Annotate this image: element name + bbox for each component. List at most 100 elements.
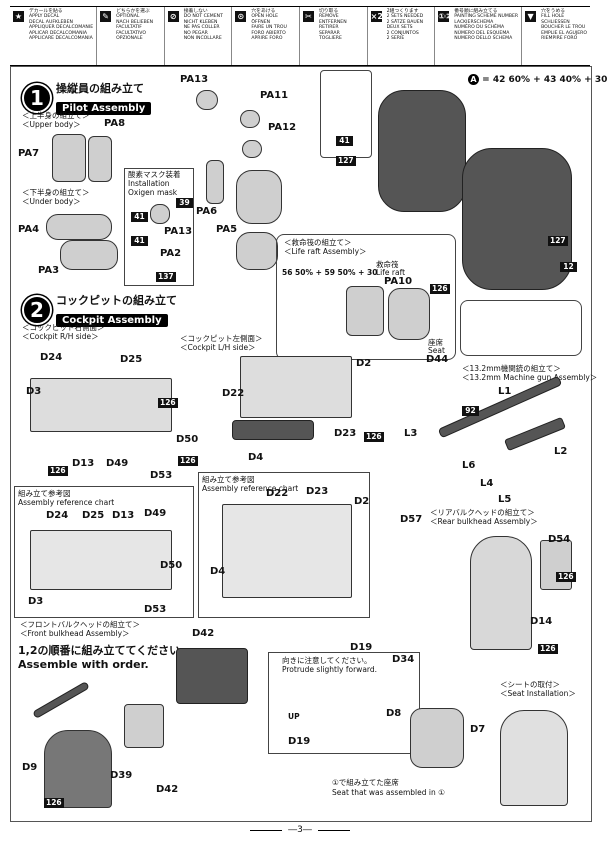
open-hole-icon: ⊙ (235, 11, 247, 22)
upper-body-en: ＜Upper body＞ (22, 120, 81, 129)
step-number-2: 2 (22, 294, 52, 325)
seat-jp: 座席 (428, 338, 443, 347)
part-label: D53 (150, 470, 173, 481)
protrude-en: Protrude slightly forward. (282, 665, 378, 674)
section-2-title-jp: コックピットの組み立て (56, 294, 177, 307)
part-label: D13 (112, 510, 135, 521)
legend-line: SCHLIESSEN (541, 19, 570, 25)
cap-part (240, 110, 260, 128)
part-label: PA7 (18, 148, 40, 159)
legend-line: REMOVE (318, 14, 339, 20)
reference-chart-2 (198, 472, 370, 618)
order-note-jp: 1,2の順番に組み立ててください。 (18, 644, 192, 657)
legend-jp: 2組つくります (386, 9, 419, 14)
legend-jp: 穴をあける (251, 9, 276, 14)
mg-en: ＜13.2mm Machine gun Assembly＞ (462, 373, 598, 382)
legend-line: NUMÉRO DU SCHÉMA (454, 25, 505, 31)
color-tag: 41 (336, 136, 353, 146)
front-bulkhead-jp: ＜フロントバルクヘッドの組立て＞ (20, 620, 140, 629)
part-label: D34 (392, 654, 415, 665)
legend-line: 2 SÄTZE BAUEN (386, 19, 424, 25)
legend-line: TOGLIERE (318, 36, 342, 42)
part-label: D4 (248, 452, 264, 463)
under-body-en: ＜Under body＞ (22, 197, 81, 206)
legend-line: NICHT KLEBEN (183, 19, 218, 25)
part-label: L6 (462, 460, 476, 471)
remove-icon: ✂ (302, 11, 314, 22)
part-label: L3 (404, 428, 418, 439)
part-label: PA11 (260, 90, 289, 101)
seated-pilot-front (378, 90, 466, 212)
legend-line: FORO ABIERTO (251, 30, 286, 36)
part-label: PA5 (216, 224, 238, 235)
seated-pilot-back (462, 148, 572, 290)
cockpit-rh-frame (30, 378, 172, 432)
part-label: PA12 (268, 122, 297, 133)
legend-line: SEPARAR (318, 30, 340, 36)
mask-jp: 酸素マスク装着 (128, 170, 181, 179)
part-label: L5 (498, 494, 512, 505)
legend-jp: 番号順に組み立てる (454, 9, 498, 14)
head-part (196, 90, 218, 110)
rear-bulkhead-en: ＜Rear bulkhead Assembly＞ (430, 517, 538, 526)
part-label: D2 (354, 496, 370, 507)
rear-bulkhead-part (500, 710, 568, 806)
part-label: L4 (480, 478, 494, 489)
part-label: D54 (548, 534, 571, 545)
cockpit-floor (232, 420, 314, 440)
part-label: D13 (72, 458, 95, 469)
ref2-frame (222, 504, 352, 598)
color-tag: 126 (538, 644, 558, 654)
color-tag: 126 (48, 466, 68, 476)
seat-assembled-en: Seat that was assembled in ① (332, 788, 445, 797)
legend-line: APRIRE FORO (251, 36, 283, 42)
legend-line: FILL HOLE (541, 14, 565, 20)
legend-line: OPZIONALE (116, 36, 143, 42)
raft-part-en: Life raft (376, 268, 406, 277)
part-label: D14 (530, 616, 553, 627)
life-raft-part (346, 286, 384, 336)
raft-part-jp: 救命筏 (376, 260, 399, 269)
legend-line: DEUX SETS (386, 25, 413, 31)
part-label: D23 (306, 486, 329, 497)
part-label: L1 (498, 386, 512, 397)
part-label: D57 (400, 514, 423, 525)
part-label: PA6 (196, 206, 218, 217)
color-tag: 127 (548, 236, 568, 246)
legend-line: 2 CONJUNTOS (386, 30, 419, 36)
figure-color-formula: A = 42 60% + 43 40% + 30 (468, 74, 607, 85)
legend-line: RIEMPIRE FORO (541, 36, 578, 42)
color-tag: 12 (560, 262, 577, 272)
bracket-part (124, 704, 164, 748)
color-tag: 39 (176, 198, 193, 208)
optional-icon: ✎ (100, 11, 112, 22)
part-label: D39 (110, 770, 133, 781)
head-part (242, 140, 262, 158)
part-label: D44 (426, 354, 449, 365)
seat-install-en: ＜Seat Installation＞ (500, 689, 576, 698)
seat-install-jp: ＜シートの取付＞ (500, 680, 560, 689)
rear-bulkhead-jp: ＜リアバルクヘッドの組立て＞ (430, 508, 535, 517)
part-label: D49 (106, 458, 129, 469)
color-tag: 137 (156, 272, 176, 282)
part-label: L2 (554, 446, 568, 457)
armor-plate-part (540, 540, 572, 590)
legend-line: APPLICARE DECALCOMANIA (29, 36, 93, 42)
head-part (150, 204, 170, 224)
protrude-note-box (268, 652, 420, 754)
up-label: UP (288, 712, 300, 721)
legend-line: DECAL AUFKLEBEN (29, 19, 73, 25)
legend-line: 2 SETS NEEDED (386, 14, 424, 20)
legend-line: PAINTING SCHEME NUMBER (454, 14, 519, 20)
part-label: D3 (28, 596, 44, 607)
front-bulkhead-en: ＜Front bulkhead Assembly＞ (20, 629, 130, 638)
front-bulkhead-part (44, 730, 112, 808)
legs-assembled (236, 232, 278, 270)
ref1-jp: 組み立て参考図 (18, 489, 71, 498)
legend-line: OPTIONAL (116, 14, 140, 20)
